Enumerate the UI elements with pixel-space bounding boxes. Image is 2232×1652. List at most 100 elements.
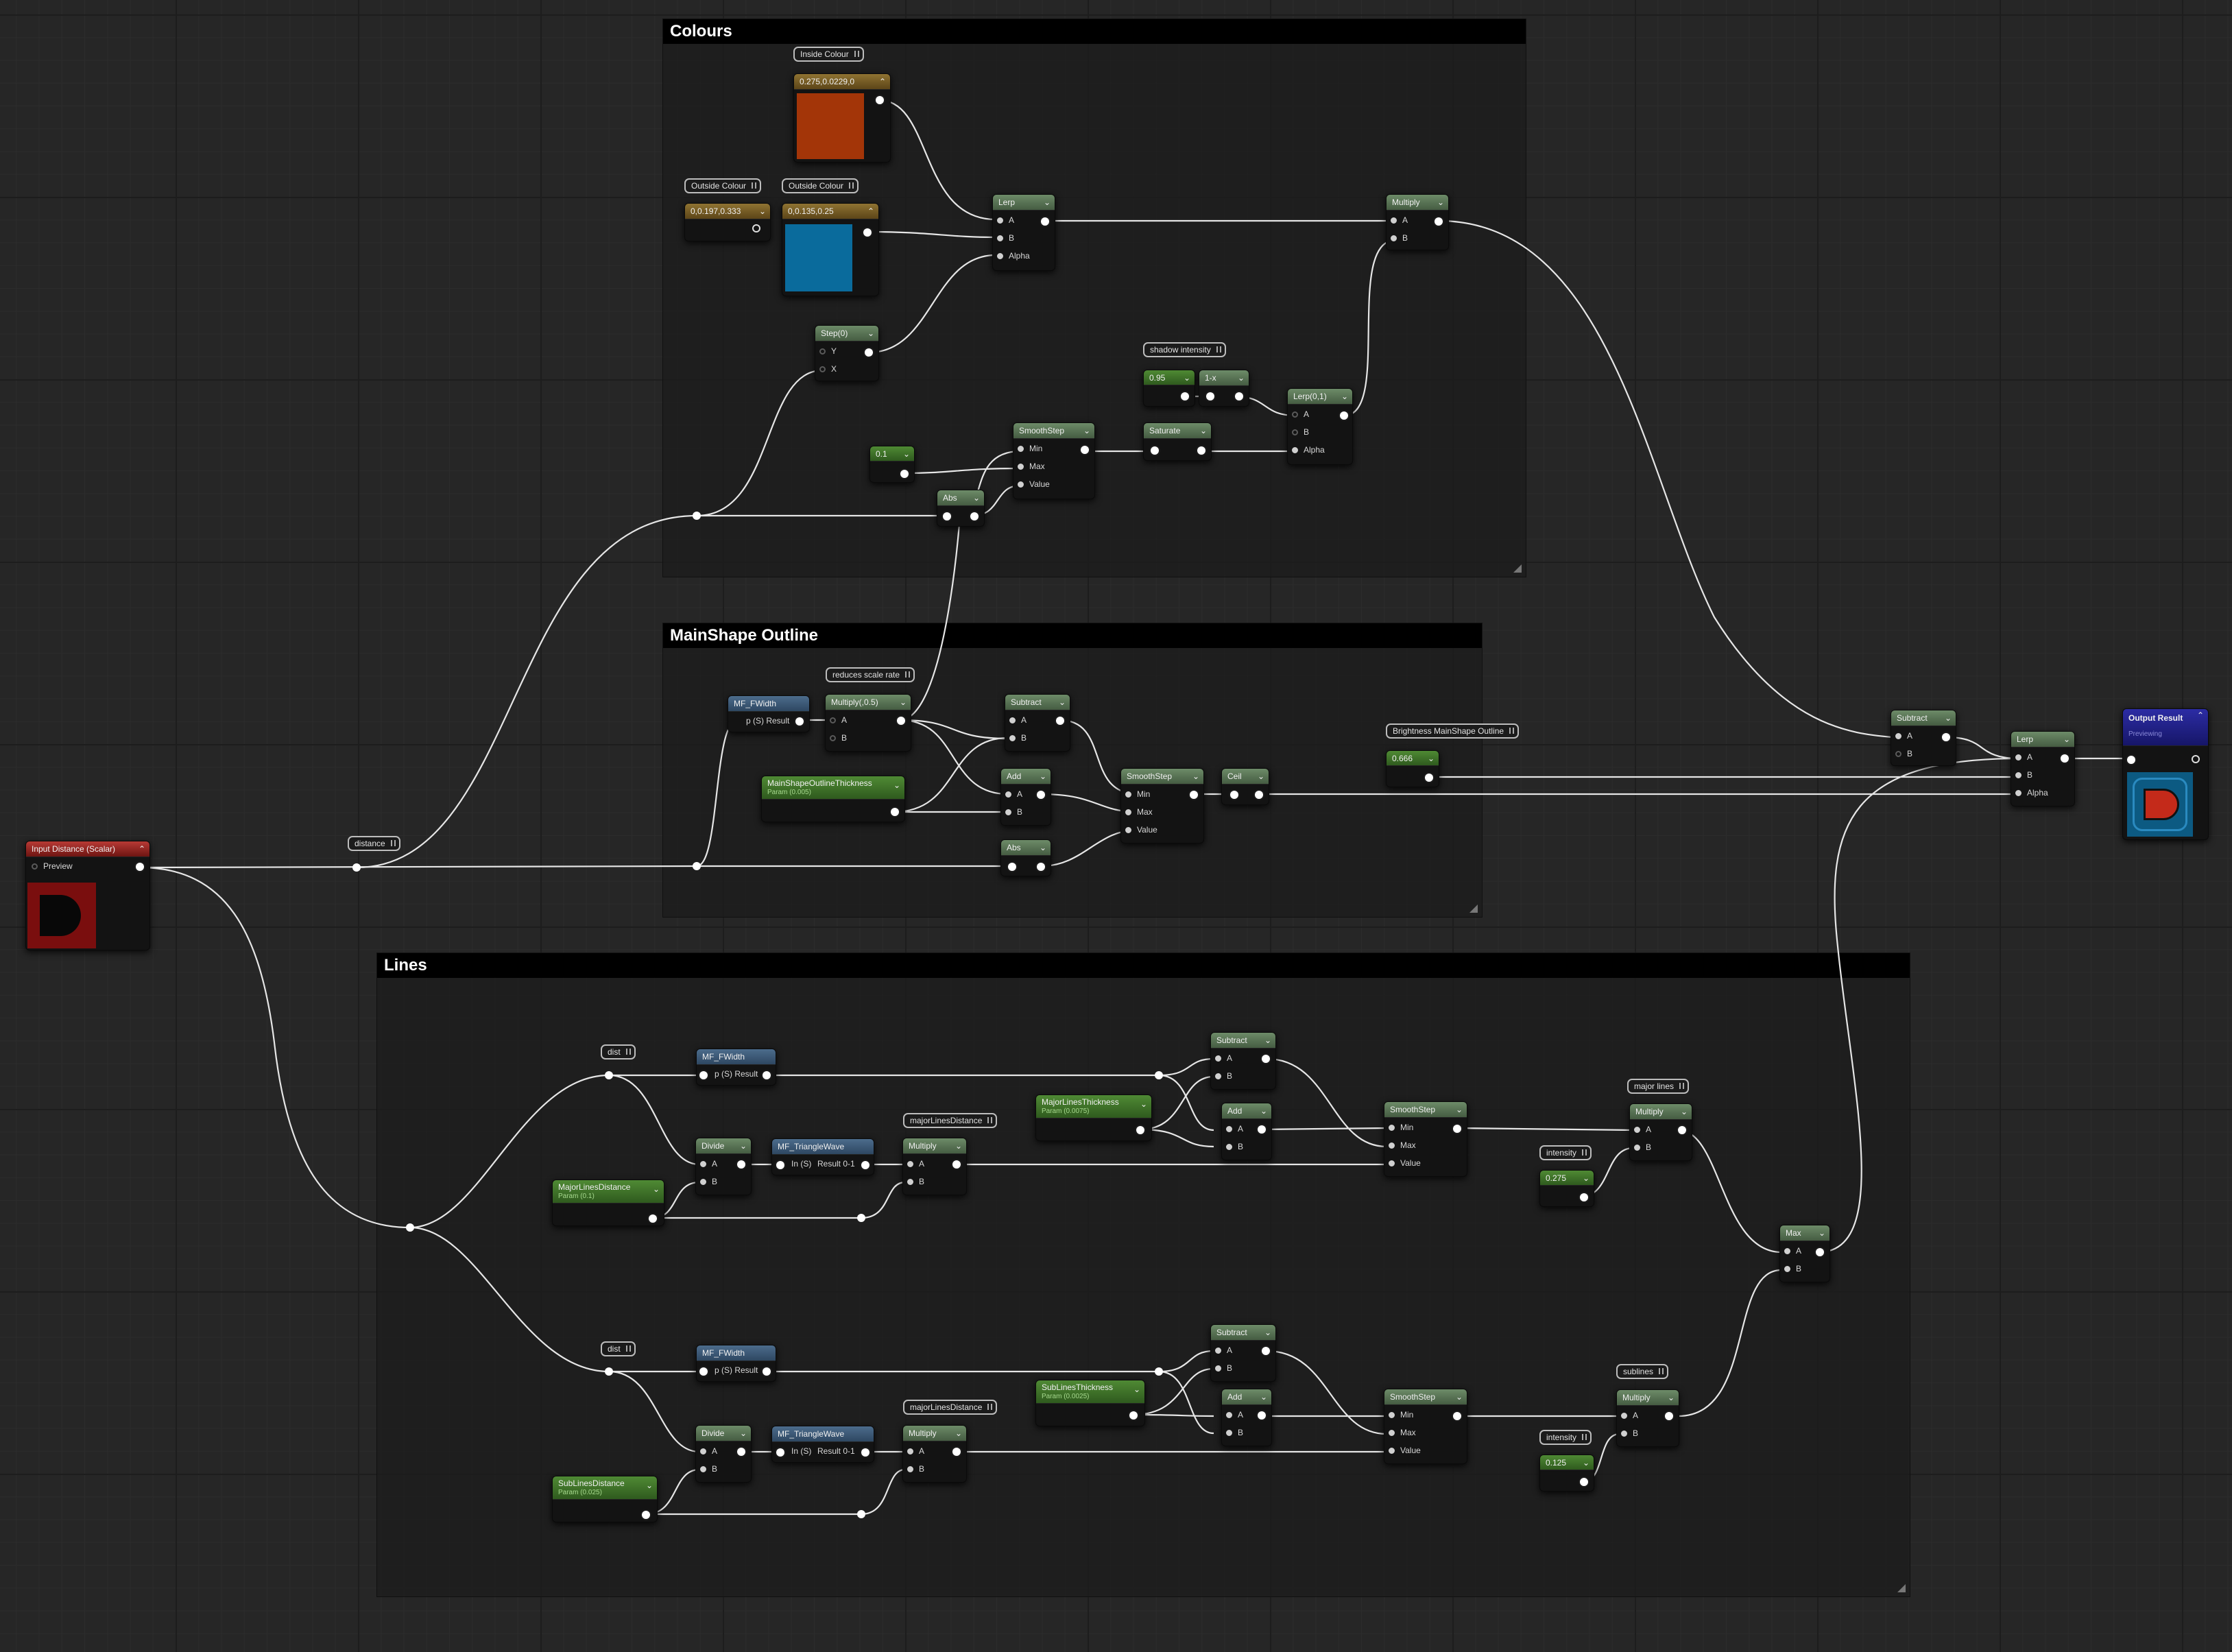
- input-pin-a[interactable]: A: [1009, 715, 1027, 725]
- output-pin[interactable]: [136, 863, 144, 871]
- input-pin[interactable]: [943, 512, 951, 520]
- output-pin[interactable]: [897, 717, 905, 725]
- inside-colour-swatch[interactable]: [797, 93, 864, 159]
- abs-node[interactable]: Abs⌄: [937, 490, 985, 527]
- node-header[interactable]: Divide⌄: [696, 1426, 751, 1441]
- node-header[interactable]: Add⌄: [1001, 769, 1051, 785]
- collapse-icon[interactable]: ⌃: [867, 206, 874, 216]
- input-pin-a[interactable]: A: [1215, 1345, 1232, 1355]
- node-header[interactable]: Add⌄: [1222, 1389, 1271, 1405]
- chevron-down-icon[interactable]: ⌄: [1058, 697, 1066, 707]
- chevron-down-icon[interactable]: ⌄: [1237, 373, 1245, 383]
- output-pin[interactable]: [861, 1448, 869, 1457]
- input-pin-a[interactable]: A: [1226, 1124, 1243, 1134]
- node-header[interactable]: Saturate⌄: [1144, 423, 1211, 439]
- output-pin[interactable]: [737, 1448, 745, 1456]
- subtract-node-major[interactable]: Subtract⌄ A B: [1210, 1032, 1276, 1090]
- major-lines-distance-label[interactable]: majorLinesDistance: [903, 1113, 998, 1128]
- input-pin-b[interactable]: B: [1895, 749, 1912, 758]
- input-pin-a[interactable]: A: [1226, 1410, 1243, 1420]
- input-pin-b[interactable]: B: [1226, 1428, 1243, 1437]
- triangle-wave-node-sub[interactable]: MF_TriangleWave In (S) Result 0-1: [771, 1426, 874, 1463]
- distance-label[interactable]: distance: [348, 836, 400, 851]
- intensity-label-major[interactable]: intensity: [1539, 1145, 1592, 1160]
- chevron-down-icon[interactable]: ⌄: [739, 1428, 747, 1438]
- chevron-down-icon[interactable]: ⌄: [1039, 771, 1046, 781]
- input-pin[interactable]: [699, 1367, 708, 1376]
- input-pin-value[interactable]: Value: [1389, 1158, 1421, 1168]
- chevron-down-icon[interactable]: ⌄: [1133, 1385, 1140, 1394]
- chevron-down-icon[interactable]: ⌄: [1192, 771, 1199, 781]
- chevron-down-icon[interactable]: ⌄: [1427, 754, 1435, 763]
- major-lines-label[interactable]: major lines: [1627, 1079, 1690, 1094]
- output-pin[interactable]: [865, 348, 873, 357]
- node-header[interactable]: SmoothStep⌄: [1384, 1389, 1467, 1405]
- chevron-down-icon[interactable]: ⌄: [1083, 426, 1090, 435]
- input-pin-alpha[interactable]: Alpha: [2015, 788, 2048, 798]
- input-pin-b[interactable]: B: [907, 1177, 924, 1186]
- node-header[interactable]: 0.125⌄: [1540, 1455, 1594, 1470]
- input-pin-b[interactable]: B: [997, 233, 1014, 243]
- comment-title-colours[interactable]: Colours: [663, 19, 1526, 44]
- output-pin[interactable]: [763, 1367, 771, 1376]
- divide-node-sub[interactable]: Divide⌄ A B: [695, 1425, 752, 1483]
- brightness-mainshape-label[interactable]: Brightness MainShape Outline: [1386, 723, 1520, 739]
- chevron-down-icon[interactable]: ⌄: [1257, 771, 1264, 781]
- shadow-intensity-label[interactable]: shadow intensity: [1143, 342, 1226, 357]
- shadow-intensity-const-node[interactable]: 0.95⌄: [1143, 370, 1195, 407]
- collapse-icon[interactable]: ⌃: [2196, 710, 2204, 720]
- input-pin-a[interactable]: A: [1621, 1411, 1638, 1420]
- add-node-major[interactable]: Add⌄ A B: [1221, 1103, 1272, 1160]
- chevron-down-icon[interactable]: ⌄: [652, 1184, 660, 1194]
- input-pin-b[interactable]: B: [1784, 1264, 1801, 1273]
- node-header[interactable]: SmoothStep⌄: [1384, 1102, 1467, 1118]
- node-header[interactable]: Multiply⌄: [1630, 1104, 1692, 1120]
- output-pin[interactable]: [642, 1511, 650, 1519]
- input-pin-b[interactable]: B: [1005, 807, 1022, 817]
- input-pin-b[interactable]: B: [1009, 733, 1027, 743]
- chevron-down-icon[interactable]: ⌄: [893, 780, 900, 790]
- input-pin-a[interactable]: A: [830, 715, 847, 725]
- output-pin[interactable]: [1258, 1125, 1266, 1134]
- node-header[interactable]: Divide⌄: [696, 1138, 751, 1154]
- chevron-down-icon[interactable]: ⌄: [1582, 1173, 1589, 1183]
- output-pin[interactable]: [1262, 1055, 1270, 1063]
- node-header[interactable]: Ceil⌄: [1222, 769, 1269, 785]
- input-pin-b[interactable]: B: [1391, 233, 1408, 243]
- node-header[interactable]: Multiply⌄: [903, 1138, 966, 1154]
- multiply-node-sub[interactable]: Multiply⌄ A B: [902, 1425, 967, 1483]
- input-pin[interactable]: [2127, 756, 2135, 764]
- output-pin[interactable]: [1081, 446, 1089, 454]
- input-pin-min[interactable]: Min: [1018, 444, 1042, 453]
- mf-fwidth-node-major[interactable]: MF_FWidth p (S) Result: [696, 1049, 776, 1086]
- chevron-down-icon[interactable]: ⌄: [1667, 1393, 1675, 1402]
- node-header[interactable]: Subtract⌄: [1005, 695, 1070, 710]
- intensity-const-node-major[interactable]: 0.275⌄: [1539, 1170, 1594, 1207]
- lerp-node[interactable]: Lerp⌄ A B Alpha: [992, 194, 1055, 271]
- comment-title-lines[interactable]: Lines: [377, 953, 1910, 978]
- triangle-wave-node-major[interactable]: MF_TriangleWave In (S) Result 0-1: [771, 1138, 874, 1175]
- input-pin-a[interactable]: A: [1895, 731, 1912, 741]
- subtract-node-sub[interactable]: Subtract⌄ A B: [1210, 1324, 1276, 1382]
- output-pin[interactable]: [1816, 1248, 1824, 1256]
- input-pin-b[interactable]: B: [1621, 1428, 1638, 1438]
- input-pin-y[interactable]: Y: [819, 346, 837, 356]
- node-header[interactable]: Multiply⌄: [1387, 195, 1448, 211]
- node-header[interactable]: 1-x⌄: [1199, 370, 1249, 386]
- mf-fwidth-node-sub[interactable]: MF_FWidth p (S) Result: [696, 1345, 776, 1382]
- chevron-down-icon[interactable]: ⌄: [972, 493, 980, 503]
- output-pin[interactable]: [891, 808, 899, 816]
- input-pin-value[interactable]: Value: [1018, 479, 1050, 489]
- node-header[interactable]: Input Distance (Scalar)⌃: [26, 841, 149, 857]
- ceil-node[interactable]: Ceil⌄: [1221, 768, 1269, 805]
- chevron-down-icon[interactable]: ⌄: [1039, 843, 1046, 852]
- input-pin-a[interactable]: A: [1292, 409, 1309, 419]
- chevron-down-icon[interactable]: ⌄: [1341, 392, 1348, 401]
- multiply-node-major[interactable]: Multiply⌄ A B: [902, 1138, 967, 1195]
- output-subtract-node[interactable]: Subtract⌄ A B: [1891, 710, 1956, 766]
- chevron-down-icon[interactable]: ⌄: [899, 697, 907, 707]
- node-header[interactable]: 0.1⌄: [870, 446, 914, 462]
